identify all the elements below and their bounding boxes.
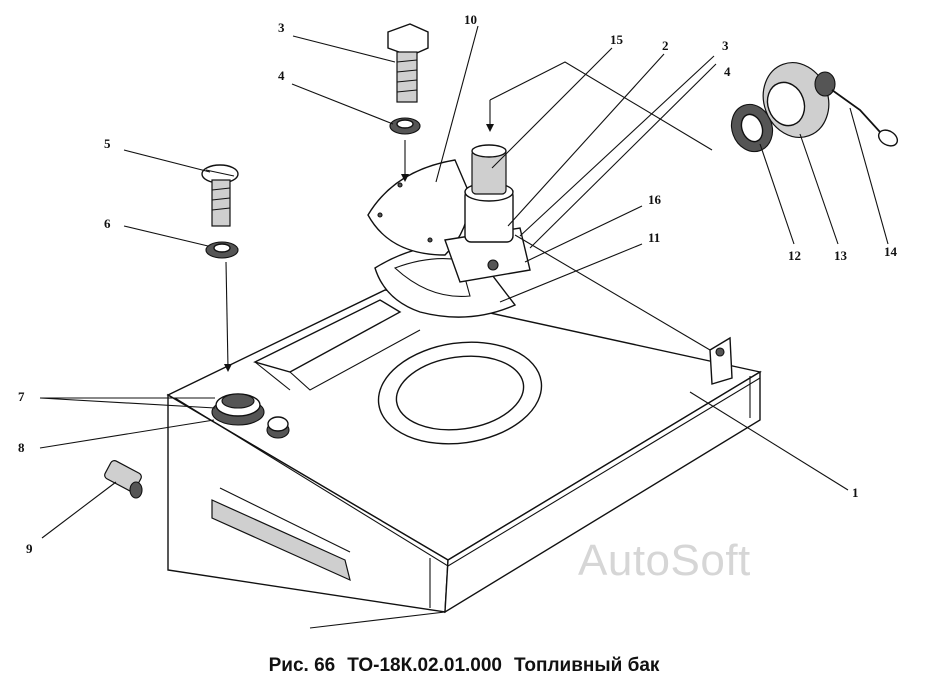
callout-13: 13 — [834, 248, 848, 263]
fitting-part-9 — [104, 459, 143, 499]
leader-lines — [39, 25, 889, 539]
callout-6: 6 — [104, 216, 111, 231]
callout-15: 15 — [610, 32, 624, 47]
filler-cap-parts — [730, 62, 899, 153]
callout-4-left: 4 — [278, 68, 285, 83]
callout-3-left: 3 — [278, 20, 285, 35]
figure-code: ТО-18К.02.01.000 — [347, 655, 502, 676]
callout-2: 2 — [662, 38, 669, 53]
figure-label: Рис. 66 — [268, 655, 336, 676]
figure-title: Топливный бак — [514, 655, 660, 676]
callout-7: 7 — [18, 389, 25, 404]
callout-16: 16 — [648, 192, 662, 207]
bolt-top — [387, 23, 429, 182]
callout-10: 10 — [464, 12, 477, 27]
gauge-assembly — [367, 61, 713, 351]
figure-caption: Рис. 66 ТО-18К.02.01.000 Топливный бак — [0, 655, 928, 677]
callout-labels: 3 4 5 6 7 8 9 10 15 2 3 4 16 11 1 12 13 … — [18, 12, 898, 556]
callout-12: 12 — [788, 248, 801, 263]
callout-5: 5 — [104, 136, 111, 151]
callout-14: 14 — [884, 244, 898, 259]
callout-11: 11 — [648, 230, 660, 245]
tank-body — [166, 289, 762, 629]
callout-8: 8 — [18, 440, 25, 455]
callout-3-right: 3 — [722, 38, 729, 53]
callout-9: 9 — [26, 541, 33, 556]
callout-4-right: 4 — [724, 64, 731, 79]
screw-left — [201, 164, 239, 372]
watermark: AutoSoft — [578, 536, 751, 585]
callout-1: 1 — [852, 485, 859, 500]
